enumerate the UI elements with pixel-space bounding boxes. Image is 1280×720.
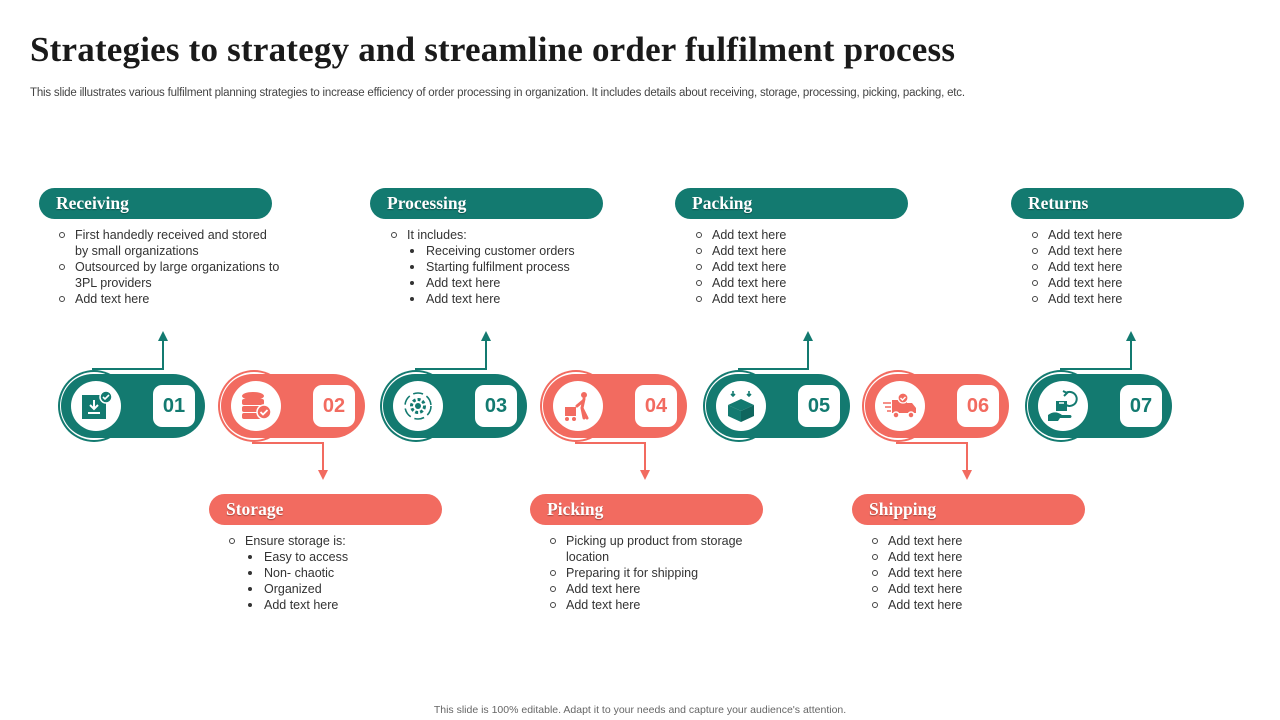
list-item: Ensure storage is: [227, 533, 447, 549]
list-item: Add text here [694, 291, 894, 307]
list-item: Outsourced by large organizations to 3PL… [57, 259, 282, 291]
list-item: Add text here [694, 227, 894, 243]
list-item: Add text here [57, 291, 282, 307]
step-arc [218, 370, 290, 442]
list-item: Add text here [389, 291, 619, 307]
list-item: Add text here [694, 243, 894, 259]
list-picking: Picking up product from storage location… [548, 533, 748, 613]
step-number: 05 [798, 385, 840, 427]
list-receiving: First handedly received and stored by sm… [57, 227, 282, 307]
list-item: Organized [227, 581, 447, 597]
arrow-down-02 [318, 470, 328, 480]
list-item: First handedly received and stored by sm… [57, 227, 282, 259]
step-icon-circle [393, 381, 443, 431]
list-item: Picking up product from storage location [548, 533, 748, 565]
package-box-icon [728, 391, 754, 422]
list-returns: Add text here Add text here Add text her… [1030, 227, 1230, 307]
arrow-up-01 [158, 331, 168, 341]
list-packing: Add text here Add text here Add text her… [694, 227, 894, 307]
step-icon-circle [71, 381, 121, 431]
step-number: 03 [475, 385, 517, 427]
arrow-up-07 [1126, 331, 1136, 341]
list-item: Add text here [1030, 291, 1230, 307]
step-arc [1025, 370, 1097, 442]
connector-07 [1060, 340, 1132, 370]
step-02: 02 [218, 368, 371, 444]
delivery-truck-icon [883, 392, 916, 419]
pill-returns: Returns [1011, 188, 1244, 219]
step-05: 05 [703, 368, 856, 444]
pill-receiving: Receiving [39, 188, 272, 219]
list-item: Receiving customer orders [389, 243, 619, 259]
step-01: 01 [58, 368, 211, 444]
step-number: 02 [313, 385, 355, 427]
list-item: Add text here [1030, 275, 1230, 291]
pill-processing: Processing [370, 188, 603, 219]
step-number: 06 [957, 385, 999, 427]
step-06: 06 [862, 368, 1015, 444]
connector-02 [252, 442, 324, 470]
step-icon-circle [1038, 381, 1088, 431]
step-arc [58, 370, 130, 442]
arrow-down-06 [962, 470, 972, 480]
list-shipping: Add text here Add text here Add text her… [870, 533, 1070, 613]
pill-storage: Storage [209, 494, 442, 525]
arrow-up-03 [481, 331, 491, 341]
gear-cycle-icon [404, 392, 432, 420]
list-item: Add text here [870, 565, 1070, 581]
database-check-icon [242, 392, 272, 420]
step-arc [703, 370, 775, 442]
pill-picking: Picking [530, 494, 763, 525]
hand-return-box-icon [1048, 390, 1078, 421]
list-item: Easy to access [227, 549, 447, 565]
list-item: Add text here [1030, 227, 1230, 243]
connector-01 [92, 340, 164, 370]
connector-04 [575, 442, 646, 470]
list-item: Add text here [1030, 243, 1230, 259]
list-item: Non- chaotic [227, 565, 447, 581]
list-item: Add text here [870, 549, 1070, 565]
connector-05 [738, 340, 809, 370]
step-number: 07 [1120, 385, 1162, 427]
step-icon-circle [875, 381, 925, 431]
footer-note: This slide is 100% editable. Adapt it to… [433, 704, 847, 716]
step-arc [540, 370, 612, 442]
pill-shipping: Shipping [852, 494, 1085, 525]
arrow-down-04 [640, 470, 650, 480]
list-item: Add text here [227, 597, 447, 613]
step-04: 04 [540, 368, 693, 444]
pill-packing: Packing [675, 188, 908, 219]
arrow-up-05 [803, 331, 813, 341]
worker-cart-icon [565, 392, 589, 421]
connector-06 [896, 442, 968, 470]
step-arc [380, 370, 452, 442]
step-number: 01 [153, 385, 195, 427]
list-item: Add text here [870, 597, 1070, 613]
list-item: Preparing it for shipping [548, 565, 748, 581]
list-item: It includes: [389, 227, 619, 243]
list-processing: It includes: Receiving customer orders S… [389, 227, 619, 307]
step-icon-circle [716, 381, 766, 431]
list-item: Add text here [870, 581, 1070, 597]
box-download-check-icon [82, 390, 113, 419]
list-item: Add text here [870, 533, 1070, 549]
page-title: Strategies to strategy and streamline or… [30, 30, 956, 69]
list-item: Starting fulfilment process [389, 259, 619, 275]
list-item: Add text here [694, 259, 894, 275]
step-arc [862, 370, 934, 442]
list-item: Add text here [548, 581, 748, 597]
step-07: 07 [1025, 368, 1178, 444]
list-item: Add text here [389, 275, 619, 291]
step-icon-circle [231, 381, 281, 431]
connector-03 [415, 340, 487, 370]
list-item: Add text here [694, 275, 894, 291]
list-item: Add text here [548, 597, 748, 613]
step-icon-circle [553, 381, 603, 431]
page-subtitle: This slide illustrates various fulfilmen… [30, 87, 965, 99]
list-item: Add text here [1030, 259, 1230, 275]
step-03: 03 [380, 368, 533, 444]
step-number: 04 [635, 385, 677, 427]
list-storage: Ensure storage is: Easy to access Non- c… [227, 533, 447, 613]
